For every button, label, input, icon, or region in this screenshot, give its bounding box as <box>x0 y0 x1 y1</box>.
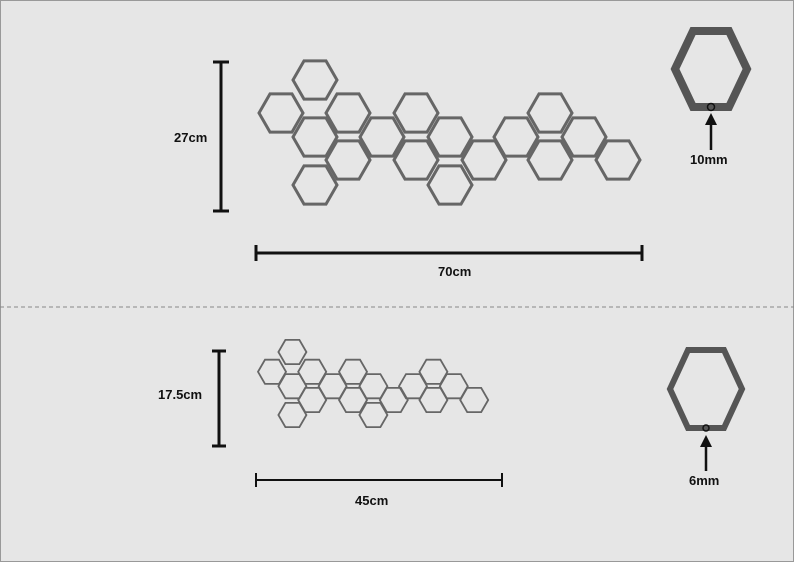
large-thickness-detail <box>670 27 752 150</box>
large-width-dimension <box>254 245 644 261</box>
small-height-label: 17.5cm <box>158 387 203 402</box>
small-hexagon-17 <box>459 386 490 414</box>
small-detail-marker <box>702 424 710 432</box>
large-hexagon-16 <box>526 139 574 181</box>
large-hexagon-2 <box>257 92 305 134</box>
large-hexagon-5 <box>392 92 440 134</box>
large-panel <box>213 27 752 261</box>
large-height-label: 27cm <box>174 130 208 145</box>
small-detail-arrowhead <box>700 435 712 447</box>
small-hexagon-cluster <box>256 338 490 429</box>
large-hexagon-13 <box>492 116 540 158</box>
large-hexagon-3 <box>324 92 372 134</box>
small-hexagon-7 <box>297 386 328 414</box>
large-hexagon-cluster <box>257 59 642 206</box>
small-hexagon-10 <box>337 386 369 414</box>
large-hexagon-10 <box>392 139 440 181</box>
large-hexagon-6 <box>358 116 406 158</box>
small-hexagon-16 <box>418 386 449 414</box>
large-hexagon-1 <box>291 59 339 101</box>
large-hexagon-8 <box>426 116 474 158</box>
small-panel <box>212 338 746 487</box>
large-width-label: 70cm <box>438 264 472 279</box>
large-detail-marker <box>706 102 716 112</box>
large-thickness-label: 10mm <box>690 152 728 167</box>
large-hexagon-12 <box>526 92 574 134</box>
small-width-label: 45cm <box>355 493 389 508</box>
small-hexagon-1 <box>277 338 308 366</box>
small-height-dimension <box>212 349 226 448</box>
large-hexagon-14 <box>560 116 608 158</box>
small-thickness-label: 6mm <box>689 473 720 488</box>
large-hexagon-4 <box>291 116 339 158</box>
large-hexagon-9 <box>291 164 339 206</box>
small-width-dimension <box>255 473 503 487</box>
large-detail-hexagon <box>670 27 752 111</box>
large-hexagon-15 <box>426 164 474 206</box>
large-hexagon-7 <box>324 139 372 181</box>
small-hexagon-15 <box>358 401 389 429</box>
large-hexagon-17 <box>594 139 642 181</box>
small-thickness-detail <box>666 347 746 471</box>
large-height-dimension <box>213 60 229 213</box>
small-hexagon-9 <box>277 401 308 429</box>
large-detail-arrowhead <box>705 113 717 125</box>
small-detail-hexagon <box>666 347 746 431</box>
